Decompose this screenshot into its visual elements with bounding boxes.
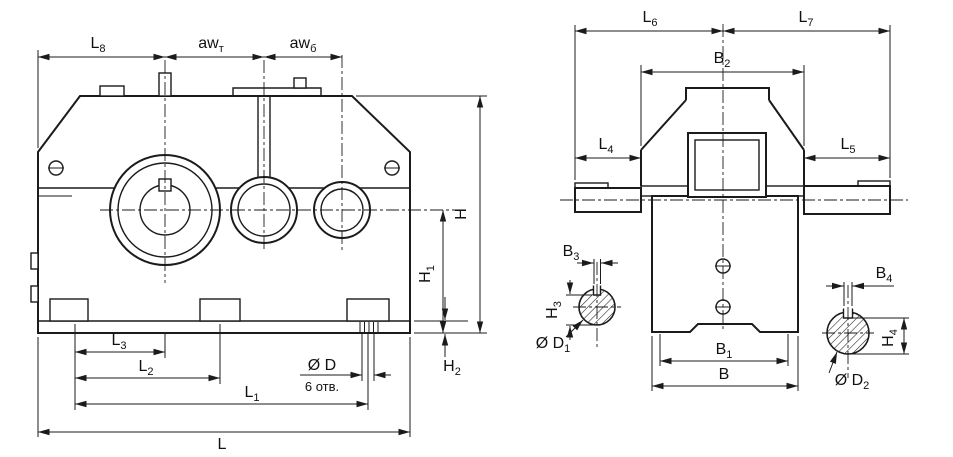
dim-label-D1: Ø D1: [536, 335, 571, 355]
front-corner-screw-right: [384, 160, 400, 176]
front-cover-bolt: [293, 77, 307, 89]
dim-label-hole-diameter: Ø D: [308, 357, 336, 374]
dim-H2: H2: [414, 297, 468, 378]
dim-label-L8: L8: [90, 35, 105, 55]
dim-label-B3: B3: [563, 243, 580, 263]
side-shaft-right: [803, 180, 891, 215]
dim-B3: B3: [563, 243, 618, 284]
side-trapezoid-right: [768, 99, 805, 151]
dim-B1: B1: [660, 341, 788, 365]
side-shaft-section-left: [573, 262, 621, 350]
dim-L2: L2: [75, 358, 220, 382]
side-shaft-section-right: [822, 285, 874, 378]
front-breather-plug: [99, 85, 125, 97]
front-centerlines: [100, 55, 455, 283]
front-foot-middle: [199, 298, 241, 322]
dim-H1: H1: [417, 210, 447, 333]
dim-label-H2: H2: [443, 358, 461, 378]
dim-aw-b: awб: [264, 35, 342, 61]
dim-label-awb: awб: [290, 35, 317, 55]
side-view: L6 L7 B2 L4 L5 B3: [536, 9, 909, 392]
front-left-lug-lower: [30, 285, 39, 303]
dim-label-L3: L3: [111, 332, 126, 352]
front-dimensions: L8 awт awб H H1 H2: [37, 35, 487, 453]
dim-H4: H4: [850, 317, 909, 355]
dim-B: B: [652, 366, 798, 390]
side-trapezoid-left: [640, 99, 687, 151]
side-inspection-window-outer: [687, 132, 767, 198]
dim-L4: L4: [575, 136, 641, 162]
dim-hole-diameter: Ø D 6 отв.: [300, 357, 391, 394]
front-corner-screw-left: [48, 160, 64, 176]
front-view: L8 awт awб H H1 H2: [30, 35, 487, 453]
dim-B4: B4: [826, 265, 894, 306]
dim-label-L2: L2: [138, 358, 153, 378]
dim-L6: L6: [575, 9, 723, 35]
front-housing-body: [37, 95, 411, 334]
dim-label-L: L: [218, 436, 227, 453]
dim-label-H: H: [453, 208, 470, 220]
dim-label-D2: Ø D2: [835, 372, 870, 392]
front-foot-bolt-hatch: [359, 322, 379, 332]
dim-label-L5: L5: [840, 136, 855, 156]
dim-label-L7: L7: [798, 9, 813, 29]
side-dimensions: L6 L7 B2 L4 L5 B3: [536, 9, 909, 392]
dim-aw-t: awт: [165, 35, 264, 61]
dim-label-B: B: [719, 366, 730, 383]
dim-L7: L7: [723, 9, 890, 35]
side-top-plate: [685, 87, 770, 100]
dim-label-L4: L4: [598, 136, 613, 156]
dim-L1: L1: [75, 384, 368, 408]
dim-L: L: [38, 428, 410, 453]
dim-H: H: [356, 95, 487, 334]
dim-D1: Ø D1: [536, 319, 584, 355]
front-top-cover-plate: [232, 87, 322, 96]
dim-label-H4: H4: [880, 329, 900, 347]
dim-D2: Ø D2: [828, 351, 870, 392]
dim-label-B1: B1: [716, 341, 733, 361]
dim-L3: L3: [75, 332, 165, 356]
dim-label-H1: H1: [417, 265, 437, 283]
dim-L5: L5: [804, 136, 890, 162]
dim-B2: B2: [641, 50, 804, 76]
dim-label-L6: L6: [642, 9, 657, 29]
side-shaft-left: [574, 182, 642, 213]
front-foot-left: [49, 298, 89, 322]
dim-label-H3: H3: [544, 301, 564, 319]
dim-label-B2: B2: [714, 50, 731, 70]
dim-label-B4: B4: [876, 265, 893, 285]
front-left-lug-upper: [30, 252, 39, 270]
dim-label-hole-count: 6 отв.: [305, 379, 339, 394]
dim-label-L1: L1: [244, 384, 259, 404]
dim-L8: L8: [38, 35, 165, 61]
front-foot-right: [346, 298, 390, 322]
dim-label-awt: awт: [198, 35, 224, 55]
side-inspection-window-inner: [694, 139, 760, 191]
